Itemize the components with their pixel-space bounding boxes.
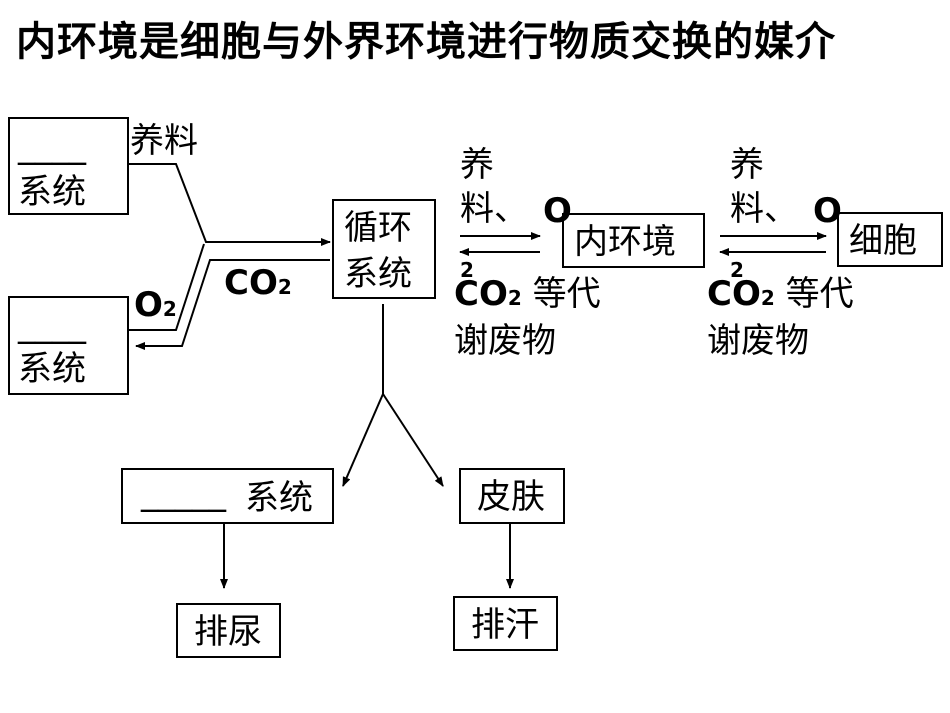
exchange2-rest: 等代 xyxy=(785,274,854,314)
page-title: 内环境是细胞与外界环境进行物质交换的媒介 xyxy=(16,19,836,65)
exchange2-co2-sub: 2 xyxy=(760,286,775,310)
exchange2-line3: CO2 等代 xyxy=(707,277,854,311)
o2-path xyxy=(128,243,205,331)
exchange2-line1: 养 xyxy=(730,145,764,185)
exchange2-line4: 谢废物 xyxy=(707,321,809,361)
exchange2-o-sub: 2 xyxy=(730,258,744,282)
digestive-label: 系统 xyxy=(18,172,86,212)
urine-box: 排尿 xyxy=(176,603,281,658)
exchange2-co2: CO xyxy=(707,274,761,314)
o2-main: O xyxy=(134,285,163,325)
skin-box: 皮肤 xyxy=(459,468,565,524)
branch-right xyxy=(382,393,444,487)
sweat-box: 排汗 xyxy=(453,596,558,651)
digestive-blank: ____ xyxy=(18,126,86,166)
branch-left xyxy=(342,393,384,487)
exchange1-rest: 等代 xyxy=(532,274,601,314)
nutrient-path xyxy=(128,163,331,246)
digestive-system-box: ____ 系统 xyxy=(8,117,129,215)
exchange1-co2-sub: 2 xyxy=(507,286,522,310)
co2-main: CO xyxy=(224,263,278,303)
urinary-blank: _____ xyxy=(141,473,226,513)
exchange2-o: O xyxy=(813,191,842,231)
exchange1-line4: 谢废物 xyxy=(454,321,556,361)
exchange1-line1: 养 xyxy=(460,145,494,185)
respiratory-system-box: ____ 系统 xyxy=(8,296,129,395)
o2-sub: 2 xyxy=(162,297,177,321)
cell-box: 细胞 xyxy=(837,212,943,267)
urinary-label: 系统 xyxy=(245,478,313,518)
urinary-system-box: _____ 系统 xyxy=(121,468,334,524)
urine-label: 排尿 xyxy=(194,612,262,652)
circulatory-line2: 系统 xyxy=(344,254,412,294)
co2-path xyxy=(135,259,330,350)
exchange1-o-sub: 2 xyxy=(460,258,474,282)
nutrients-label: 养料 xyxy=(130,121,198,161)
co2-label: CO2 xyxy=(224,266,292,300)
exchange1-line3: CO2 等代 xyxy=(454,277,601,311)
respiratory-label: 系统 xyxy=(18,349,86,389)
co2-sub: 2 xyxy=(277,275,292,299)
skin-label: 皮肤 xyxy=(477,477,545,517)
exchange1-co2: CO xyxy=(454,274,508,314)
exchange1-line2: 料、 xyxy=(460,189,528,229)
inner-environment-label: 内环境 xyxy=(574,222,676,262)
inner-environment-box: 内环境 xyxy=(562,213,705,268)
circulatory-system-box: 循环 系统 xyxy=(332,199,436,299)
respiratory-blank: ____ xyxy=(18,305,86,345)
exchange1-o: O xyxy=(543,191,572,231)
circulatory-line1: 循环 xyxy=(344,208,412,248)
exchange2-line2: 料、 xyxy=(730,189,798,229)
o2-label: O2 xyxy=(134,288,177,322)
cell-label: 细胞 xyxy=(849,221,917,261)
sweat-label: 排汗 xyxy=(471,605,539,645)
